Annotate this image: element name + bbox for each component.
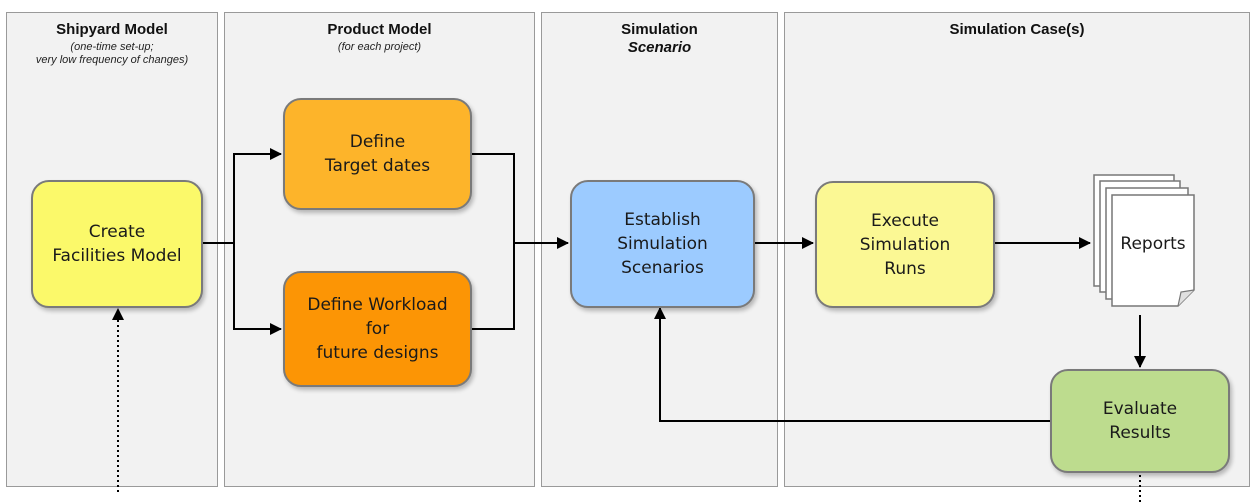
establish-simulation-scenarios-node: Establish Simulation Scenarios <box>570 180 755 308</box>
lane-subtitle: (for each project) <box>337 41 422 53</box>
define-target-dates-node: Define Target dates <box>283 98 472 210</box>
lane-product-model: Product Model (for each project) <box>224 12 535 487</box>
lane-title: Product Model <box>327 21 432 38</box>
connector-workload-merge <box>472 243 515 330</box>
arrow-to-define-workload <box>233 243 282 335</box>
connector-facilities-split <box>203 153 279 244</box>
lane-title: Simulation Case(s) <box>949 21 1085 38</box>
lane-title-italic: Scenario <box>627 39 692 56</box>
connector-target-merge <box>472 153 515 243</box>
lane-title: Simulation <box>621 21 698 38</box>
define-workload-node: Define Workload for future designs <box>283 271 472 387</box>
reports-document-icon <box>1093 174 1195 307</box>
execute-simulation-runs-node: Execute Simulation Runs <box>815 181 995 308</box>
arrowhead-to-facilities <box>112 308 124 320</box>
evaluate-results-node: Evaluate Results <box>1050 369 1230 473</box>
create-facilities-model-node: Create Facilities Model <box>31 180 203 308</box>
lane-subtitle: (one-time set-up; very low frequency of … <box>35 41 189 66</box>
lane-title: Shipyard Model <box>56 21 168 38</box>
arrow-evaluate-to-establish <box>654 307 1050 422</box>
reports-label: Reports <box>1120 234 1186 254</box>
